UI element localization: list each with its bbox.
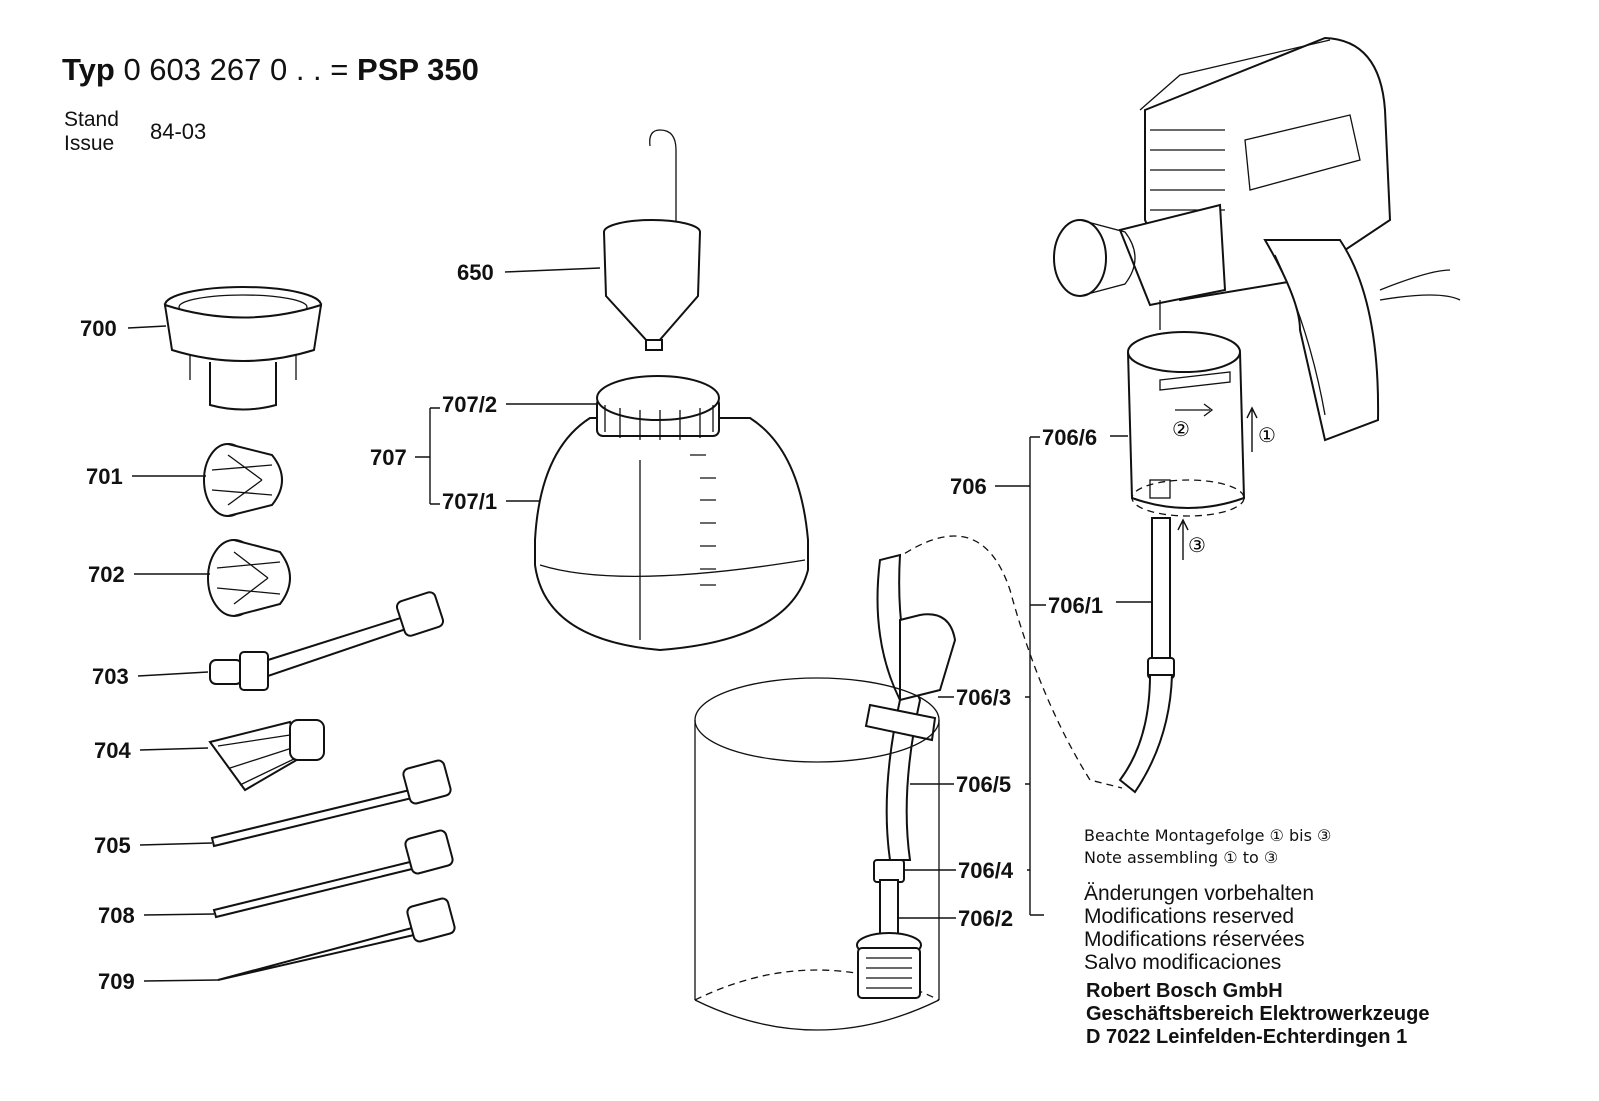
step-arrow-3 <box>1177 518 1189 560</box>
label-705: 705 <box>94 833 131 858</box>
label-701: 701 <box>86 464 123 489</box>
label-707: 707 <box>370 445 407 470</box>
label-706-3: 706/3 <box>956 685 1011 710</box>
label-707-2: 707/2 <box>442 392 497 417</box>
typ-word: Typ <box>62 52 115 87</box>
label-709: 709 <box>98 969 135 994</box>
modifications-en: Modifications reserved <box>1084 905 1295 928</box>
part-709-pointed-needle <box>217 897 456 981</box>
issue-label: Issue <box>64 132 115 155</box>
step-arrow-1 <box>1246 406 1258 452</box>
label-703: 703 <box>92 664 129 689</box>
modifications-de: Änderungen vorbehalten <box>1084 882 1315 905</box>
part-700-collar <box>163 286 323 411</box>
label-650: 650 <box>457 260 494 285</box>
label-708: 708 <box>98 903 135 928</box>
leader-707-bracket <box>415 407 440 505</box>
label-702: 702 <box>88 562 125 587</box>
part-706-5-hose <box>864 553 957 861</box>
part-701-nozzle-cap <box>203 443 283 517</box>
company-block: Robert Bosch GmbH Geschäftsbereich Elekt… <box>1086 980 1429 1049</box>
label-706-2: 706/2 <box>958 906 1013 931</box>
part-704-funnel-nozzle <box>208 719 325 792</box>
assembly-note-en: Note assembling ① to ③ <box>1084 848 1279 867</box>
leader-705 <box>139 842 213 846</box>
step-marker-2: ② <box>1172 417 1190 441</box>
part-703-nozzle-extension <box>209 591 445 691</box>
typ-equals: = <box>330 52 349 87</box>
label-706-5: 706/5 <box>956 772 1011 797</box>
label-706-6: 706/6 <box>1042 425 1097 450</box>
part-650-viscosity-cup <box>603 129 701 351</box>
step-marker-1: ① <box>1258 423 1276 447</box>
leader-650 <box>504 267 601 273</box>
part-702-nozzle-cap <box>207 539 291 617</box>
modifications-es: Salvo modificaciones <box>1084 951 1282 974</box>
part-706-strainer <box>856 859 922 999</box>
leader-706-6 <box>1030 435 1128 438</box>
part-707-container <box>534 375 809 652</box>
typ-number: 0 603 267 0 . . <box>123 52 322 87</box>
spray-gun-body <box>1053 36 1461 442</box>
company-address: D 7022 Leinfelden-Echterdingen 1 <box>1086 1026 1408 1048</box>
part-706-1-suction-pipe <box>1118 517 1175 794</box>
modifications-fr: Modifications réservées <box>1084 928 1305 951</box>
leader-708 <box>143 913 215 916</box>
assembly-note-de: Beachte Montagefolge ① bis ③ <box>1084 826 1332 845</box>
leader-703 <box>137 671 209 677</box>
issue-value: 84-03 <box>150 119 207 144</box>
stand-label: Stand <box>64 108 119 131</box>
label-707-1: 707/1 <box>442 489 497 514</box>
part-705-needle <box>210 759 452 848</box>
step-marker-3: ③ <box>1188 533 1206 557</box>
model-name: PSP 350 <box>357 52 479 87</box>
label-700: 700 <box>80 316 117 341</box>
company-name: Robert Bosch GmbH <box>1086 980 1283 1002</box>
leader-700 <box>127 325 167 329</box>
label-706: 706 <box>950 474 987 499</box>
label-706-1: 706/1 <box>1048 593 1103 618</box>
leader-706-bracket <box>995 437 1044 916</box>
label-706-4: 706/4 <box>958 858 1014 883</box>
part-708-needle <box>212 829 454 919</box>
leader-706-1 <box>1030 601 1152 606</box>
part-706-6-suction-cup <box>1127 331 1246 517</box>
leader-709 <box>143 979 219 982</box>
leader-704 <box>139 747 209 751</box>
label-704: 704 <box>94 738 131 763</box>
modifications-block: Änderungen vorbehalten Modifications res… <box>1084 882 1314 974</box>
hose-path-dashed <box>894 535 1123 789</box>
company-division: Geschäftsbereich Elektrowerkzeuge <box>1086 1003 1430 1025</box>
type-designation: Typ 0 603 267 0 . . = PSP 350 <box>62 52 479 88</box>
